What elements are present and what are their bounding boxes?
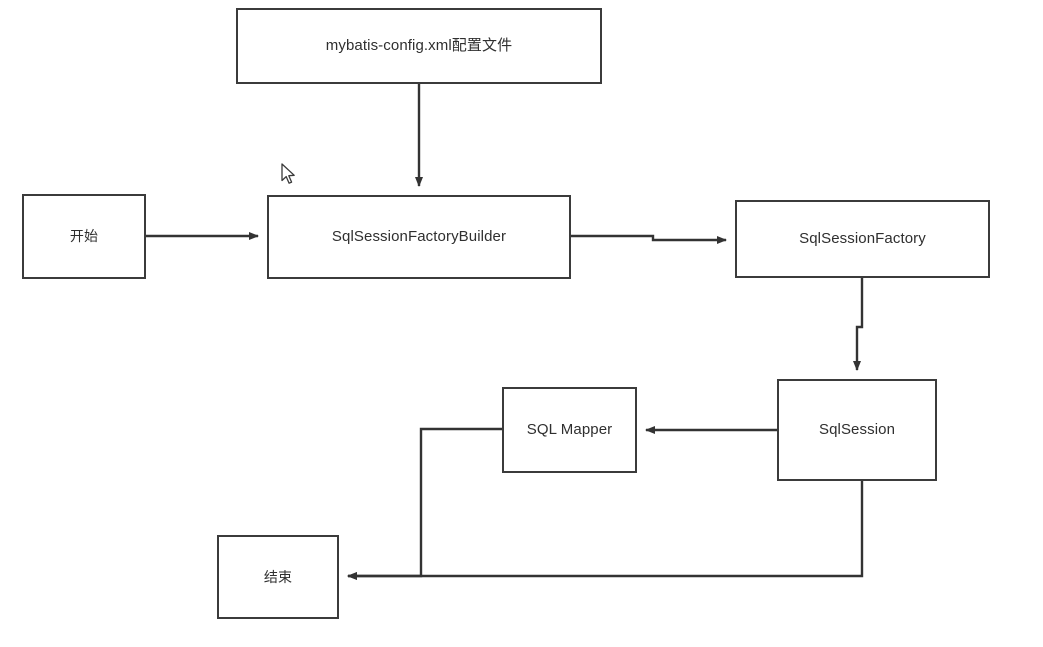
edge-builder-to-factory [571,234,727,244]
edge-session-to-end [347,481,864,580]
node-end-label: 结束 [263,568,293,585]
node-sqlsession[interactable]: SqlSession [777,379,937,481]
edge-factory-to-session [853,278,864,371]
node-sqlsessionfactorybuilder-label: SqlSessionFactoryBuilder [331,228,507,245]
node-start[interactable]: 开始 [22,194,146,279]
node-sql-mapper-label: SQL Mapper [526,421,613,438]
node-sqlsession-label: SqlSession [818,421,896,438]
node-sqlsessionfactory-label: SqlSessionFactory [799,230,926,247]
node-sql-mapper[interactable]: SQL Mapper [502,387,637,473]
node-end[interactable]: 结束 [217,535,339,619]
node-sqlsessionfactory[interactable]: SqlSessionFactory [735,200,990,278]
node-config-label: mybatis-config.xml配置文件 [325,37,513,54]
node-start-label: 开始 [69,228,99,245]
node-config[interactable]: mybatis-config.xml配置文件 [236,8,602,84]
edge-mapper-to-end [347,427,502,580]
node-sqlsessionfactorybuilder[interactable]: SqlSessionFactoryBuilder [267,195,571,279]
